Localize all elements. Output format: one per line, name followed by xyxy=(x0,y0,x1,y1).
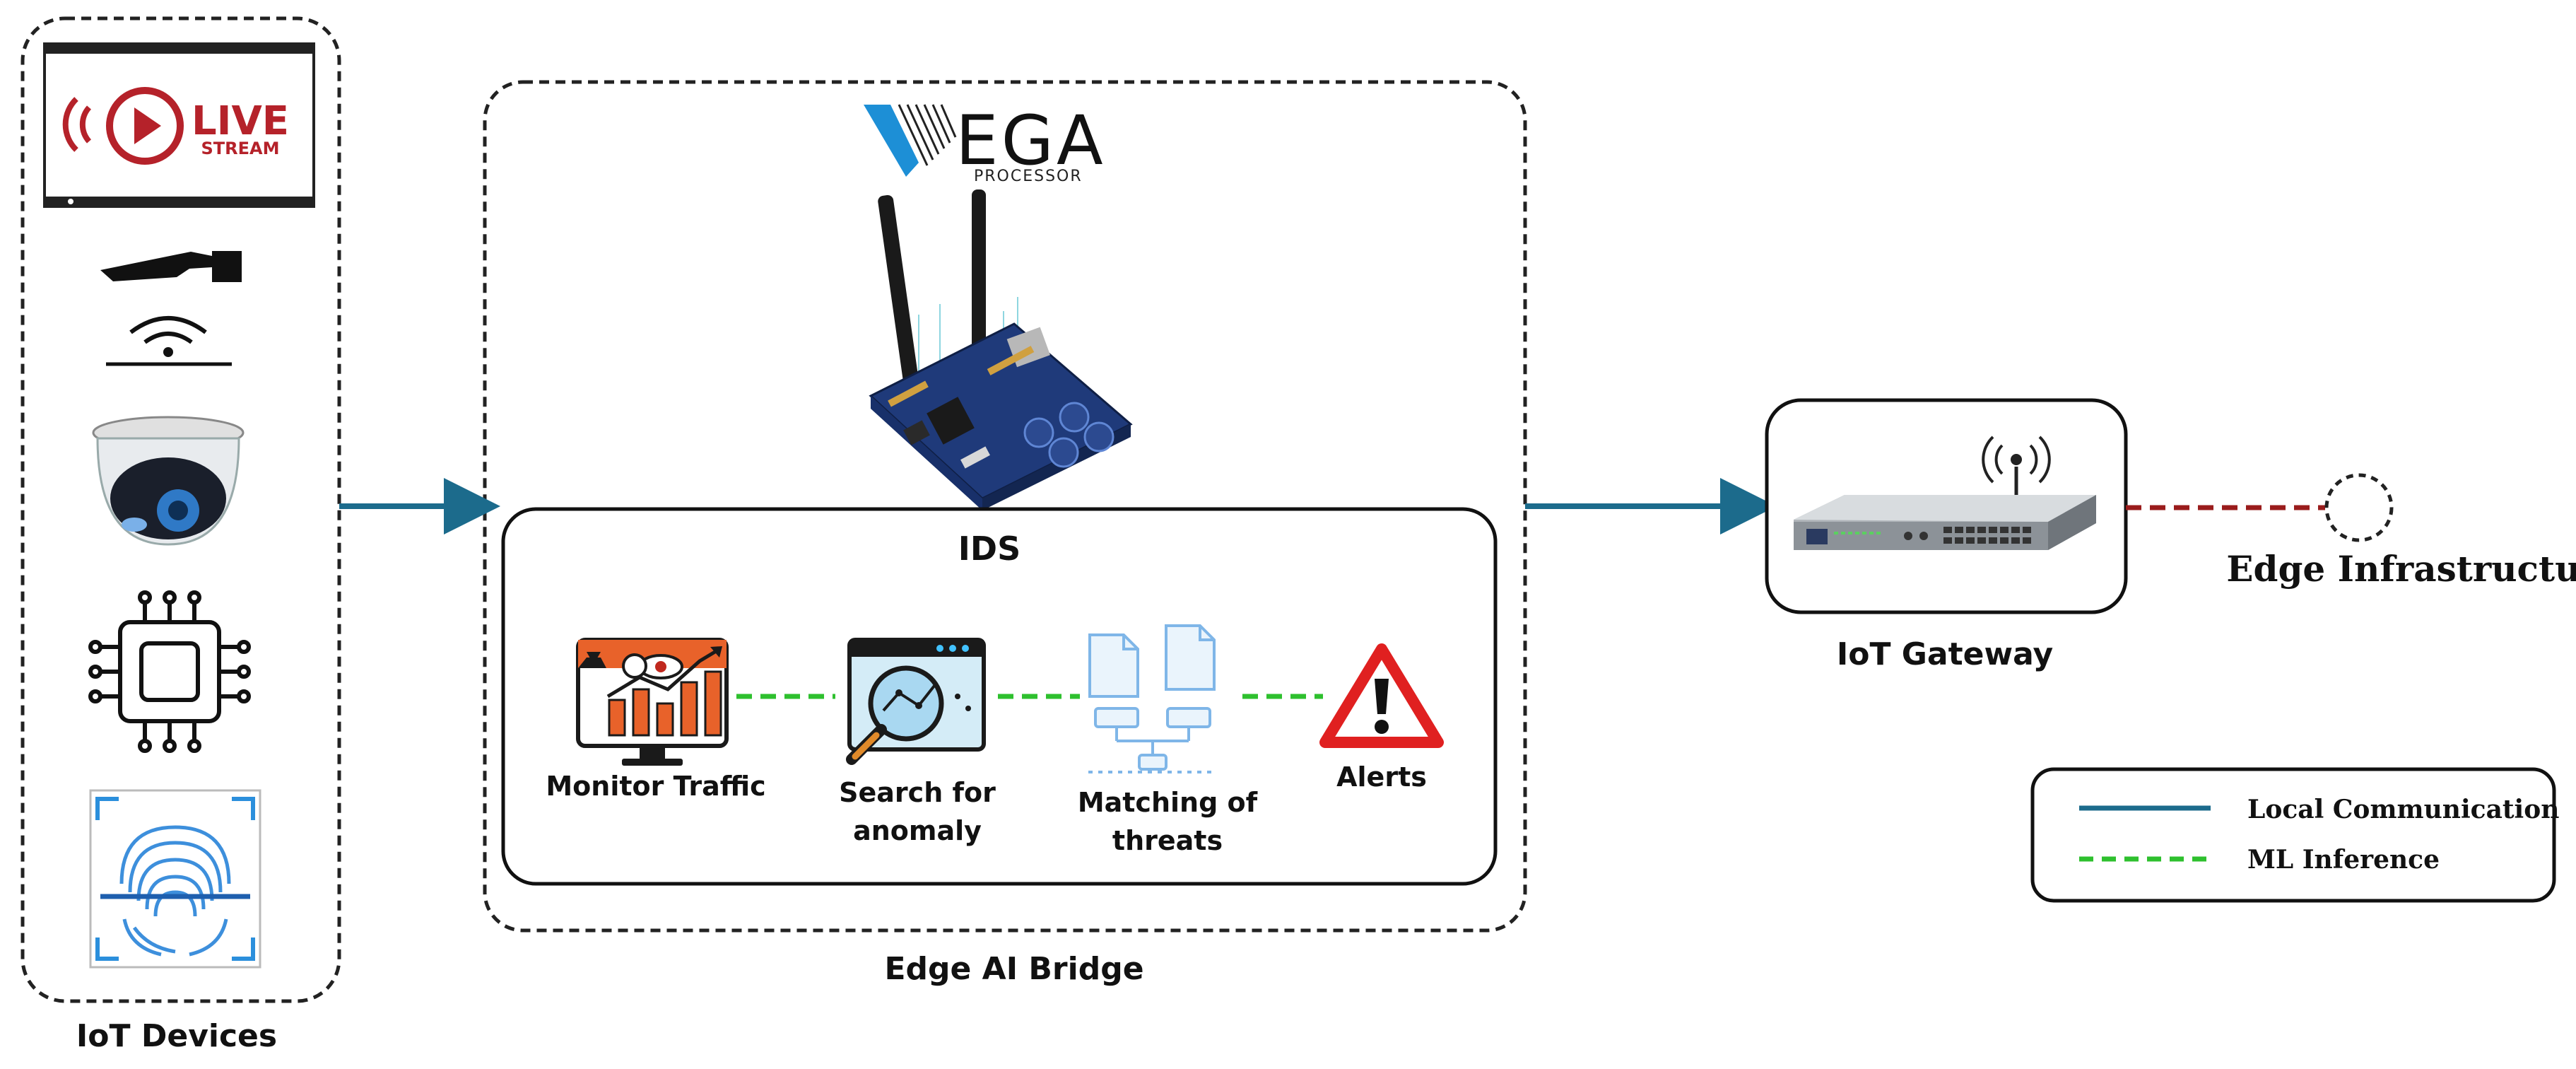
legend-label-local-communication: Local Communication xyxy=(2247,795,2559,824)
matching-threats-icon xyxy=(1088,624,1216,773)
live-stream-icon: LIVE STREAM xyxy=(43,42,315,208)
live-badge-line1: LIVE xyxy=(192,98,289,144)
legend-box xyxy=(2030,767,2556,903)
edge-infrastructure-label: Edge Infrastructure xyxy=(2226,548,2576,590)
live-badge-line2: STREAM xyxy=(201,139,280,158)
vega-brand-name: EGA xyxy=(955,101,1106,180)
matching-threats-label-line2: threats xyxy=(1112,825,1223,856)
search-anomaly-label-line1: Search for xyxy=(839,777,996,808)
search-anomaly-label-line2: anomaly xyxy=(853,815,982,846)
alerts-label: Alerts xyxy=(1336,761,1427,793)
monitor-traffic-icon xyxy=(576,638,729,766)
edge-ai-bridge-label: Edge AI Bridge xyxy=(884,951,1143,987)
vega-logo: EGA PROCESSOR xyxy=(864,101,1106,185)
gateway-router-icon xyxy=(1794,436,2096,550)
gateway-label: IoT Gateway xyxy=(1837,636,2053,672)
vega-brand-subtitle: PROCESSOR xyxy=(974,168,1083,185)
dome-camera-icon xyxy=(92,416,245,546)
iot-devices-container xyxy=(20,16,341,1003)
touchless-sensor-icon xyxy=(100,251,242,366)
iot-devices-label: IoT Devices xyxy=(76,1018,277,1054)
alert-icon xyxy=(1319,643,1444,748)
microchip-icon xyxy=(88,590,251,753)
edge-infrastructure-node xyxy=(2324,473,2394,542)
monitor-traffic-label: Monitor Traffic xyxy=(546,771,765,802)
fingerprint-icon xyxy=(89,789,261,969)
ids-title: IDS xyxy=(958,530,1021,568)
board-icon xyxy=(869,189,1133,510)
matching-threats-label-line1: Matching of xyxy=(1078,787,1258,818)
legend-label-ml-inference: ML Inference xyxy=(2247,845,2440,875)
search-anomaly-icon xyxy=(846,638,986,765)
